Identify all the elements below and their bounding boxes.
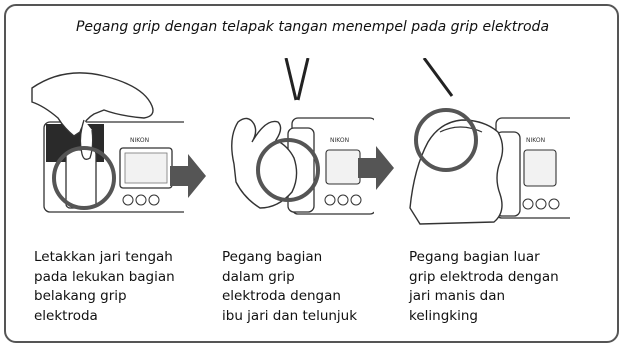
step-2-caption: Pegang bagian dalam grip elektroda denga… <box>222 249 358 324</box>
svg-text:NIKON: NIKON <box>330 137 349 144</box>
step-3-illustration: NIKON <box>409 58 570 225</box>
step-arrow-icon <box>170 154 206 198</box>
svg-text:NIKON: NIKON <box>526 137 545 144</box>
step-1-caption: Letakkan jari tengah pada lekukan bagian… <box>34 249 175 324</box>
step-3-caption: Pegang bagian luar grip elektroda dengan… <box>409 249 559 324</box>
step-2-illustration: NIKON <box>231 58 374 215</box>
instruction-title: Pegang grip dengan telapak tangan menemp… <box>75 19 550 35</box>
steps-illustrations: NIKON NIKON <box>0 58 625 228</box>
svg-text:NIKON: NIKON <box>130 137 149 144</box>
step-1-illustration: NIKON <box>31 72 184 213</box>
step-arrow-icon <box>358 146 394 190</box>
